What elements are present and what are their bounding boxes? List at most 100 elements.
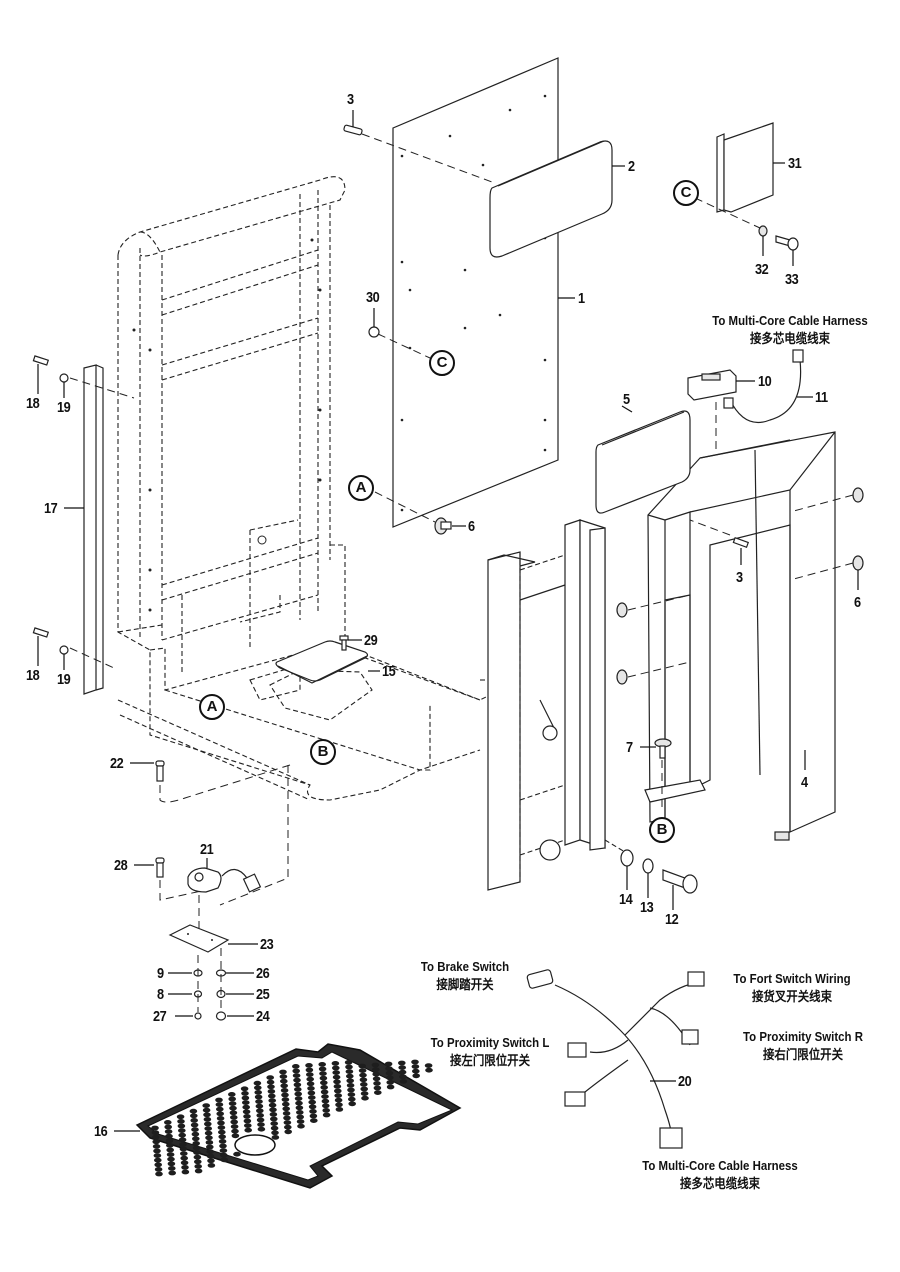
mat-texture-dot xyxy=(345,1069,354,1074)
mat-texture-dot xyxy=(280,1083,289,1089)
mat-texture-dot xyxy=(230,1124,239,1129)
mat-texture-dot xyxy=(206,1149,214,1154)
callout-11: 11 xyxy=(815,389,828,406)
mat-texture-dot xyxy=(411,1064,420,1069)
mat-texture-dot xyxy=(193,1150,201,1155)
mat-texture-dot xyxy=(228,1092,236,1097)
mat-texture-dot xyxy=(345,1064,353,1070)
note-zh: 接脚踏开关 xyxy=(436,976,494,992)
mat-texture-dot xyxy=(319,1075,328,1081)
main-frame xyxy=(117,176,501,801)
mat-texture-dot xyxy=(305,1063,313,1068)
bolt-3-mid xyxy=(689,519,750,548)
mat-texture-dot xyxy=(294,1087,302,1092)
mat-texture-dot xyxy=(319,1071,327,1076)
callout-4: 4 xyxy=(801,774,808,791)
callout-14: 14 xyxy=(619,891,633,908)
mat-texture-dot xyxy=(398,1069,407,1075)
mat-texture-dot xyxy=(281,1097,290,1102)
bolt-18-top xyxy=(32,355,50,366)
knob-6-panel xyxy=(374,491,452,535)
mat-texture-dot xyxy=(255,1103,264,1109)
mat-texture-dot xyxy=(267,1089,276,1094)
mat-texture-dot xyxy=(373,1085,382,1091)
mat-texture-dot xyxy=(190,1118,198,1123)
mat-texture-dot xyxy=(203,1117,212,1122)
mat-texture-dot xyxy=(346,1078,355,1084)
mat-texture-dot xyxy=(205,1135,213,1141)
floor-mat-16 xyxy=(135,1043,462,1189)
note-multicore-bottom: To Multi-Core Cable Harness 接多芯电缆线束 xyxy=(632,1157,808,1192)
callout-20: 20 xyxy=(678,1073,692,1090)
mat-texture-dot xyxy=(320,1080,328,1086)
mat-texture-dot xyxy=(331,1061,340,1066)
mat-texture-dot xyxy=(280,1078,288,1084)
mat-texture-dot xyxy=(254,1090,262,1095)
mat-texture-dot xyxy=(166,1147,174,1153)
note-fort-switch: To Fort Switch Wiring 接货叉开关线束 xyxy=(722,970,863,1005)
mat-texture-dot xyxy=(322,1112,331,1118)
mat-texture-dot xyxy=(216,1106,224,1112)
mat-texture-dot xyxy=(425,1067,433,1073)
washer-19-bottom xyxy=(59,645,69,655)
mat-texture-dot xyxy=(358,1068,367,1073)
mat-texture-dot xyxy=(280,1088,289,1093)
note-en: To Multi-Core Cable Harness xyxy=(642,1158,798,1173)
cover-plate-15 xyxy=(269,640,373,721)
mat-texture-dot xyxy=(228,1101,237,1106)
mat-texture-dot xyxy=(253,1080,262,1086)
mat-texture-dot xyxy=(178,1128,186,1133)
mat-texture-dot xyxy=(384,1061,393,1067)
callout-32: 32 xyxy=(755,261,769,278)
mat-texture-dot xyxy=(154,1162,162,1168)
mat-texture-dot xyxy=(218,1139,227,1144)
mat-texture-dot xyxy=(179,1142,187,1147)
mat-texture-dot xyxy=(411,1059,419,1065)
mat-texture-dot xyxy=(153,1153,162,1158)
mat-texture-dot xyxy=(206,1144,214,1150)
mat-texture-dot xyxy=(192,1145,201,1151)
mat-texture-dot xyxy=(386,1080,395,1085)
callout-22: 23 xyxy=(260,936,274,953)
mat-texture-dot xyxy=(152,1139,160,1145)
mat-texture-dot xyxy=(333,1079,341,1085)
mat-texture-dot xyxy=(306,1076,315,1082)
callout-16: 16 xyxy=(94,1123,108,1140)
mat-texture-dot xyxy=(219,1143,227,1149)
mat-texture-dot xyxy=(294,1091,303,1097)
mat-texture-dot xyxy=(243,1114,251,1119)
leader-lines xyxy=(37,110,859,1132)
mat-texture-dot xyxy=(373,1081,381,1086)
mat-texture-dot xyxy=(372,1067,380,1072)
mat-texture-dot xyxy=(296,1119,305,1124)
mat-texture-dot xyxy=(358,1063,367,1069)
wire-harness-20 xyxy=(526,969,705,1149)
callout-27: 27 xyxy=(153,1008,167,1025)
mat-texture-dot xyxy=(218,1134,226,1140)
note-multicore-top: To Multi-Core Cable Harness 接多芯电缆线束 xyxy=(702,312,878,347)
mat-texture-dot xyxy=(231,1128,239,1134)
mat-texture-dot xyxy=(322,1108,331,1113)
mat-texture-dot xyxy=(164,1120,172,1125)
mat-texture-dot xyxy=(207,1158,215,1164)
seat-frame-4 xyxy=(621,431,836,841)
mat-texture-dot xyxy=(305,1067,314,1073)
callout-33: 33 xyxy=(785,271,799,288)
callout-7: 7 xyxy=(626,739,633,756)
mat-texture-dot xyxy=(217,1120,225,1126)
mat-texture-dot xyxy=(241,1091,249,1096)
mat-texture-dot xyxy=(321,1094,329,1099)
callout-18-top: 18 xyxy=(26,395,40,412)
mat-texture-dot xyxy=(322,1103,330,1109)
mat-texture-dot xyxy=(347,1092,356,1097)
mat-texture-dot xyxy=(207,1163,216,1168)
mat-texture-dot xyxy=(165,1138,174,1144)
mat-texture-dot xyxy=(296,1114,305,1120)
mat-texture-dot xyxy=(332,1070,341,1075)
mat-texture-dot xyxy=(320,1085,329,1090)
mat-texture-dot xyxy=(271,1135,280,1140)
mat-texture-dot xyxy=(190,1113,198,1119)
mat-texture-dot xyxy=(242,1104,250,1110)
mat-texture-dot xyxy=(372,1076,381,1082)
callout-28: 28 xyxy=(114,857,128,874)
